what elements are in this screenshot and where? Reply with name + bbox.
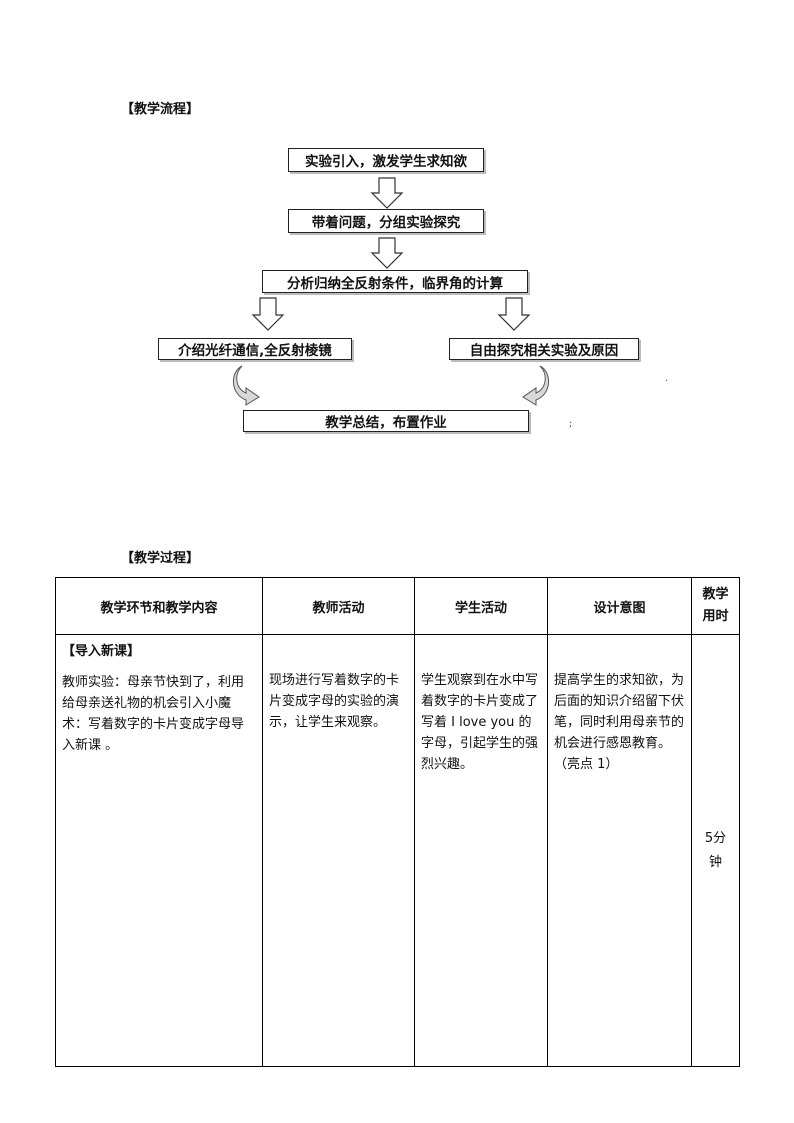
header-student: 学生活动 <box>414 577 548 635</box>
stray-mark: ; <box>569 418 573 429</box>
cell-time: 5分钟 <box>691 634 740 1067</box>
flow-step-2: 带着问题，分组实验探究 <box>288 209 484 233</box>
student-text: 学生观察到在水中写着数字的卡片变成了写着 I love you 的字母，引起学生… <box>421 673 539 772</box>
process-table: 教学环节和教学内容 教师活动 学生活动 设计意图 教学用时 【导入新课】 教师实… <box>55 577 740 1067</box>
header-teacher: 教师活动 <box>262 577 415 635</box>
time-text: 5分钟 <box>704 830 727 870</box>
flow-branch-left: 介绍光纤通信,全反射棱镜 <box>158 338 352 360</box>
header-content: 教学环节和教学内容 <box>55 577 263 635</box>
flow-step-1: 实验引入，激发学生求知欲 <box>288 148 484 172</box>
content-text: 教师实验：母亲节快到了，利用给母亲送礼物的机会引入小魔术：写着数字的卡片变成字母… <box>62 675 245 753</box>
cell-student: 学生观察到在水中写着数字的卡片变成了写着 I love you 的字母，引起学生… <box>414 634 548 1067</box>
intent-text: 提高学生的求知欲，为后面的知识介绍留下伏笔，同时利用母亲节的机会进行感恩教育。（… <box>554 673 685 772</box>
table-header-row: 教学环节和教学内容 教师活动 学生活动 设计意图 教学用时 <box>55 577 740 635</box>
cell-content: 【导入新课】 教师实验：母亲节快到了，利用给母亲送礼物的机会引入小魔术：写着数字… <box>55 634 263 1067</box>
cell-teacher: 现场进行写着数字的卡片变成字母的实验的演示，让学生来观察。 <box>262 634 415 1067</box>
stray-mark: · <box>665 376 669 387</box>
down-arrow-icon <box>370 237 404 269</box>
down-arrow-icon <box>370 177 404 209</box>
flow-heading: 【教学流程】 <box>121 102 200 117</box>
curved-arrow-icon <box>522 365 549 406</box>
down-arrow-icon <box>497 297 531 331</box>
cell-intent: 提高学生的求知欲，为后面的知识介绍留下伏笔，同时利用母亲节的机会进行感恩教育。（… <box>547 634 692 1067</box>
process-heading: 【教学过程】 <box>121 551 200 566</box>
header-intent: 设计意图 <box>547 577 692 635</box>
flow-branch-right: 自由探究相关实验及原因 <box>449 338 639 360</box>
curved-arrow-icon <box>233 365 260 406</box>
header-time: 教学用时 <box>691 577 740 635</box>
teacher-text: 现场进行写着数字的卡片变成字母的实验的演示，让学生来观察。 <box>269 673 400 730</box>
flow-step-3: 分析归纳全反射条件，临界角的计算 <box>262 270 528 293</box>
flow-final: 教学总结，布置作业 <box>243 410 529 432</box>
section-label: 【导入新课】 <box>62 644 141 659</box>
table-row: 【导入新课】 教师实验：母亲节快到了，利用给母亲送礼物的机会引入小魔术：写着数字… <box>55 634 740 1067</box>
down-arrow-icon <box>251 297 285 331</box>
